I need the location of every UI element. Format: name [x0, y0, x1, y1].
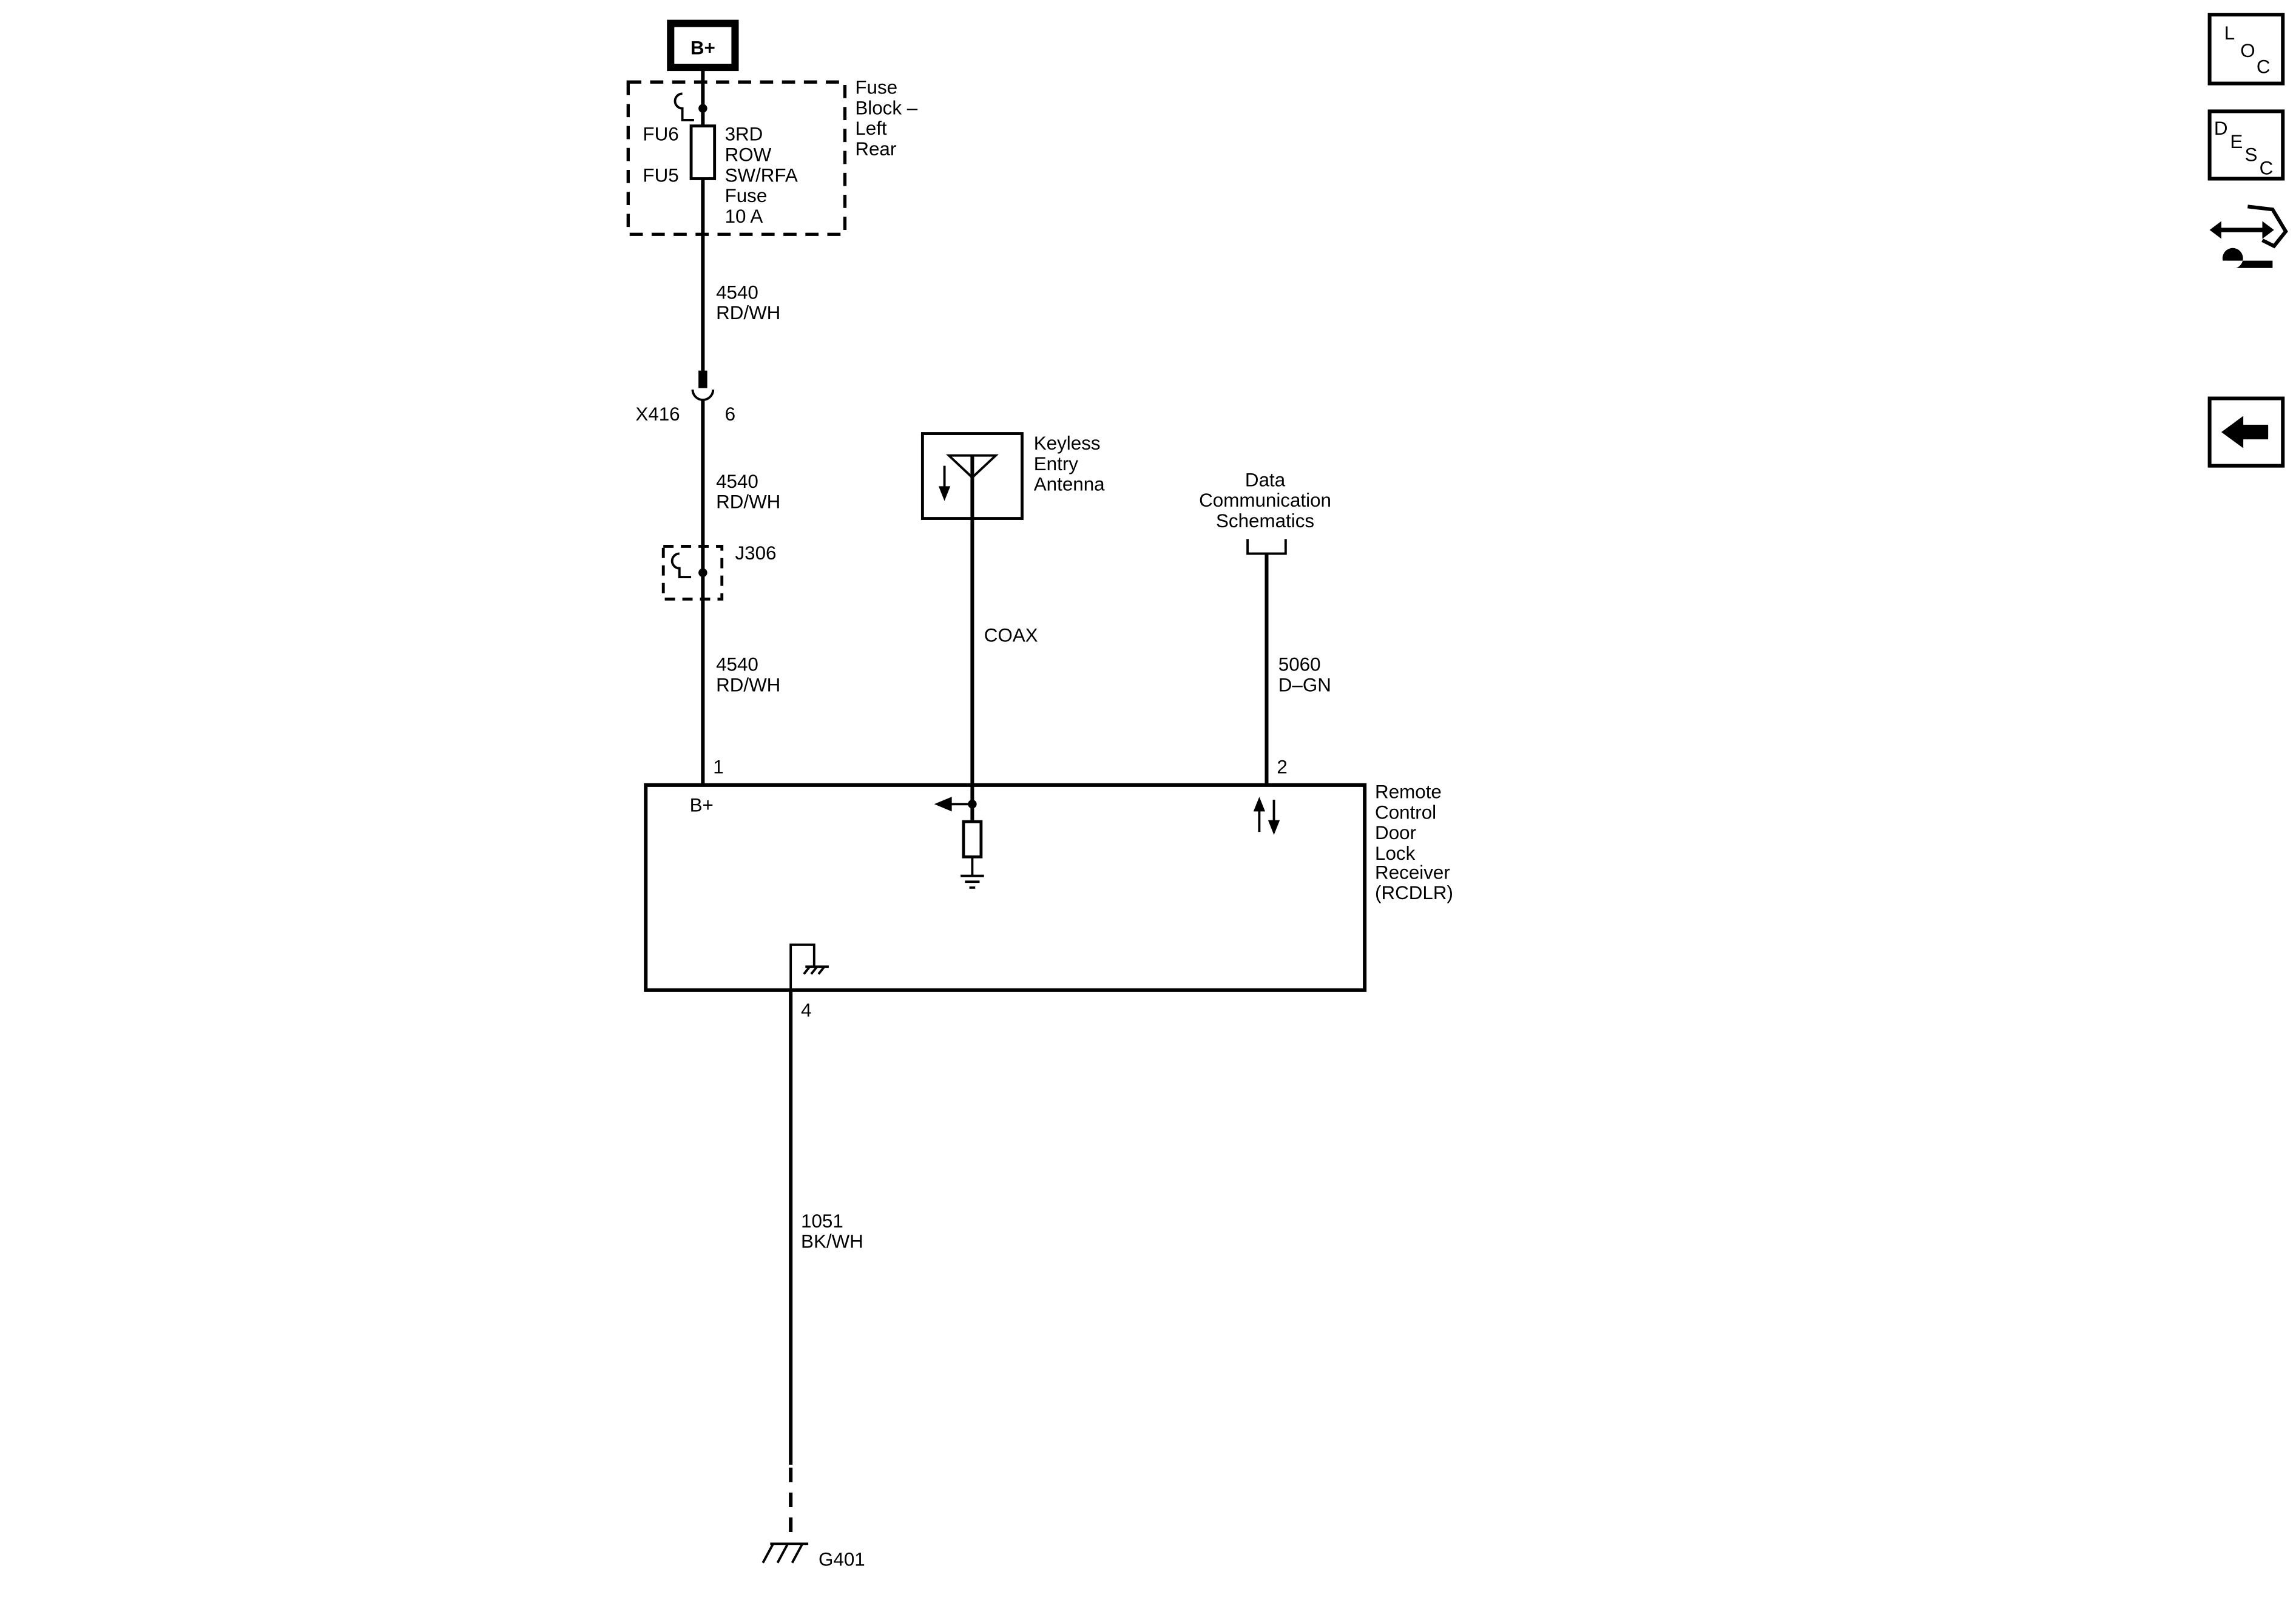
- fuse-junction-dot: [698, 104, 707, 113]
- svg-text:O: O: [2240, 40, 2255, 61]
- svg-text:E: E: [2230, 131, 2243, 152]
- connector-x416: X416 6: [635, 370, 735, 425]
- internal-ground-lead: [789, 944, 815, 990]
- wire-color-rdwh-a: RD/WH: [716, 302, 780, 323]
- fu6-label: FU6: [643, 124, 678, 145]
- module-box: [644, 783, 1367, 992]
- svg-text:S: S: [2245, 144, 2258, 166]
- bidirectional-data-icon: [1253, 797, 1280, 835]
- connector-pin: [698, 370, 707, 388]
- module-b-plus-label: B+: [690, 794, 714, 815]
- wire-circuit-4540-a: 4540: [716, 282, 758, 303]
- connector-id: X416: [635, 403, 680, 425]
- splice-id: J306: [735, 542, 776, 564]
- connector-tool-icon: [2209, 204, 2288, 270]
- splice-dot: [698, 568, 707, 578]
- wire-color-rdwh-b: RD/WH: [716, 491, 780, 513]
- keyless-entry-antenna: Keyless Entry Antenna: [920, 432, 1105, 520]
- svg-text:C: C: [2257, 56, 2271, 78]
- internal-ground-icon: [803, 965, 829, 975]
- module-label-line-1: Remote: [1375, 781, 1442, 803]
- antenna-label-line-3: Antenna: [1034, 474, 1105, 495]
- antenna-label-line-1: Keyless: [1034, 433, 1101, 454]
- wire-circuit-1051: 1051: [801, 1210, 843, 1232]
- fuse-block-terminal: [674, 92, 694, 121]
- fuse-label-line-5: 10 A: [725, 206, 763, 227]
- wire-circuit-5060: 5060: [1278, 654, 1321, 675]
- antenna-resistor: [962, 820, 983, 859]
- data-comm-label-line-1: Data: [1245, 469, 1286, 490]
- fuse-element: [689, 124, 717, 180]
- back-button[interactable]: [2207, 396, 2285, 468]
- module-pin-2: 2: [1277, 757, 1287, 778]
- antenna-input-arrow-icon: [934, 797, 952, 812]
- fuse-block-title-line-4: Rear: [855, 138, 896, 160]
- svg-text:D: D: [2214, 118, 2228, 139]
- desc-icon: D E S C: [2214, 118, 2273, 178]
- svg-text:L: L: [2224, 22, 2235, 44]
- svg-text:C: C: [2260, 157, 2274, 178]
- desc-button[interactable]: D E S C: [2207, 109, 2285, 181]
- connector-tool-button[interactable]: [2209, 204, 2288, 270]
- module-label-line-2: Control: [1375, 802, 1436, 823]
- wire-color-dgn: D–GN: [1278, 674, 1331, 695]
- fuse-block-title-line-3: Left: [855, 118, 887, 139]
- data-communication-link: Data Communication Schematics: [1199, 469, 1331, 555]
- rcdlr-module: B+ Remote Control Door Lock Receiver (RC: [644, 781, 1453, 992]
- wire-circuit-4540-b: 4540: [716, 471, 758, 492]
- fuse-label-line-3: SW/RFA: [725, 164, 798, 186]
- antenna-label-line-2: Entry: [1034, 453, 1079, 474]
- module-pin-1: 1: [713, 757, 723, 778]
- connector-socket: [691, 389, 715, 401]
- fuse-block-title-line-1: Fuse: [855, 76, 897, 98]
- data-comm-label-line-2: Communication: [1199, 490, 1331, 511]
- loc-icon: L O C: [2224, 22, 2271, 78]
- splice-j306: J306: [661, 542, 776, 601]
- fuse-label-line-1: 3RD: [725, 124, 763, 145]
- connector-pin-number: 6: [725, 403, 735, 425]
- fuse-block: FU6 FU5 3RD ROW SW/RFA Fuse 10 A Fuse Bl…: [626, 76, 918, 236]
- fu5-label: FU5: [643, 164, 678, 186]
- battery-power-source: B+: [667, 19, 739, 72]
- fuse-block-title-line-2: Block –: [855, 97, 917, 118]
- module-label-line-5: Receiver: [1375, 862, 1450, 883]
- wire-color-rdwh-c: RD/WH: [716, 674, 780, 695]
- wire-circuit-4540-c: 4540: [716, 654, 758, 675]
- splice-terminal: [670, 552, 692, 579]
- data-comm-label-line-3: Schematics: [1216, 510, 1314, 532]
- fuse-block-outline: [626, 80, 847, 236]
- antenna-input-dot: [968, 800, 977, 809]
- fuse-label-line-4: Fuse: [725, 185, 768, 206]
- back-arrow-icon: [2221, 416, 2269, 448]
- module-label-line-4: Lock: [1375, 843, 1416, 864]
- module-pin-4: 4: [801, 999, 811, 1021]
- power-label: B+: [690, 37, 715, 58]
- coax-label: COAX: [984, 624, 1038, 646]
- fuse-label-line-2: ROW: [725, 144, 772, 166]
- loc-button[interactable]: L O C: [2207, 13, 2285, 86]
- wire-color-bkwh: BK/WH: [801, 1231, 863, 1252]
- ground-id: G401: [819, 1549, 865, 1570]
- module-label-line-6: (RCDLR): [1375, 882, 1453, 903]
- ground-g401: G401: [761, 1542, 865, 1570]
- data-comm-bracket: [1246, 539, 1287, 555]
- module-label-line-3: Door: [1375, 822, 1416, 843]
